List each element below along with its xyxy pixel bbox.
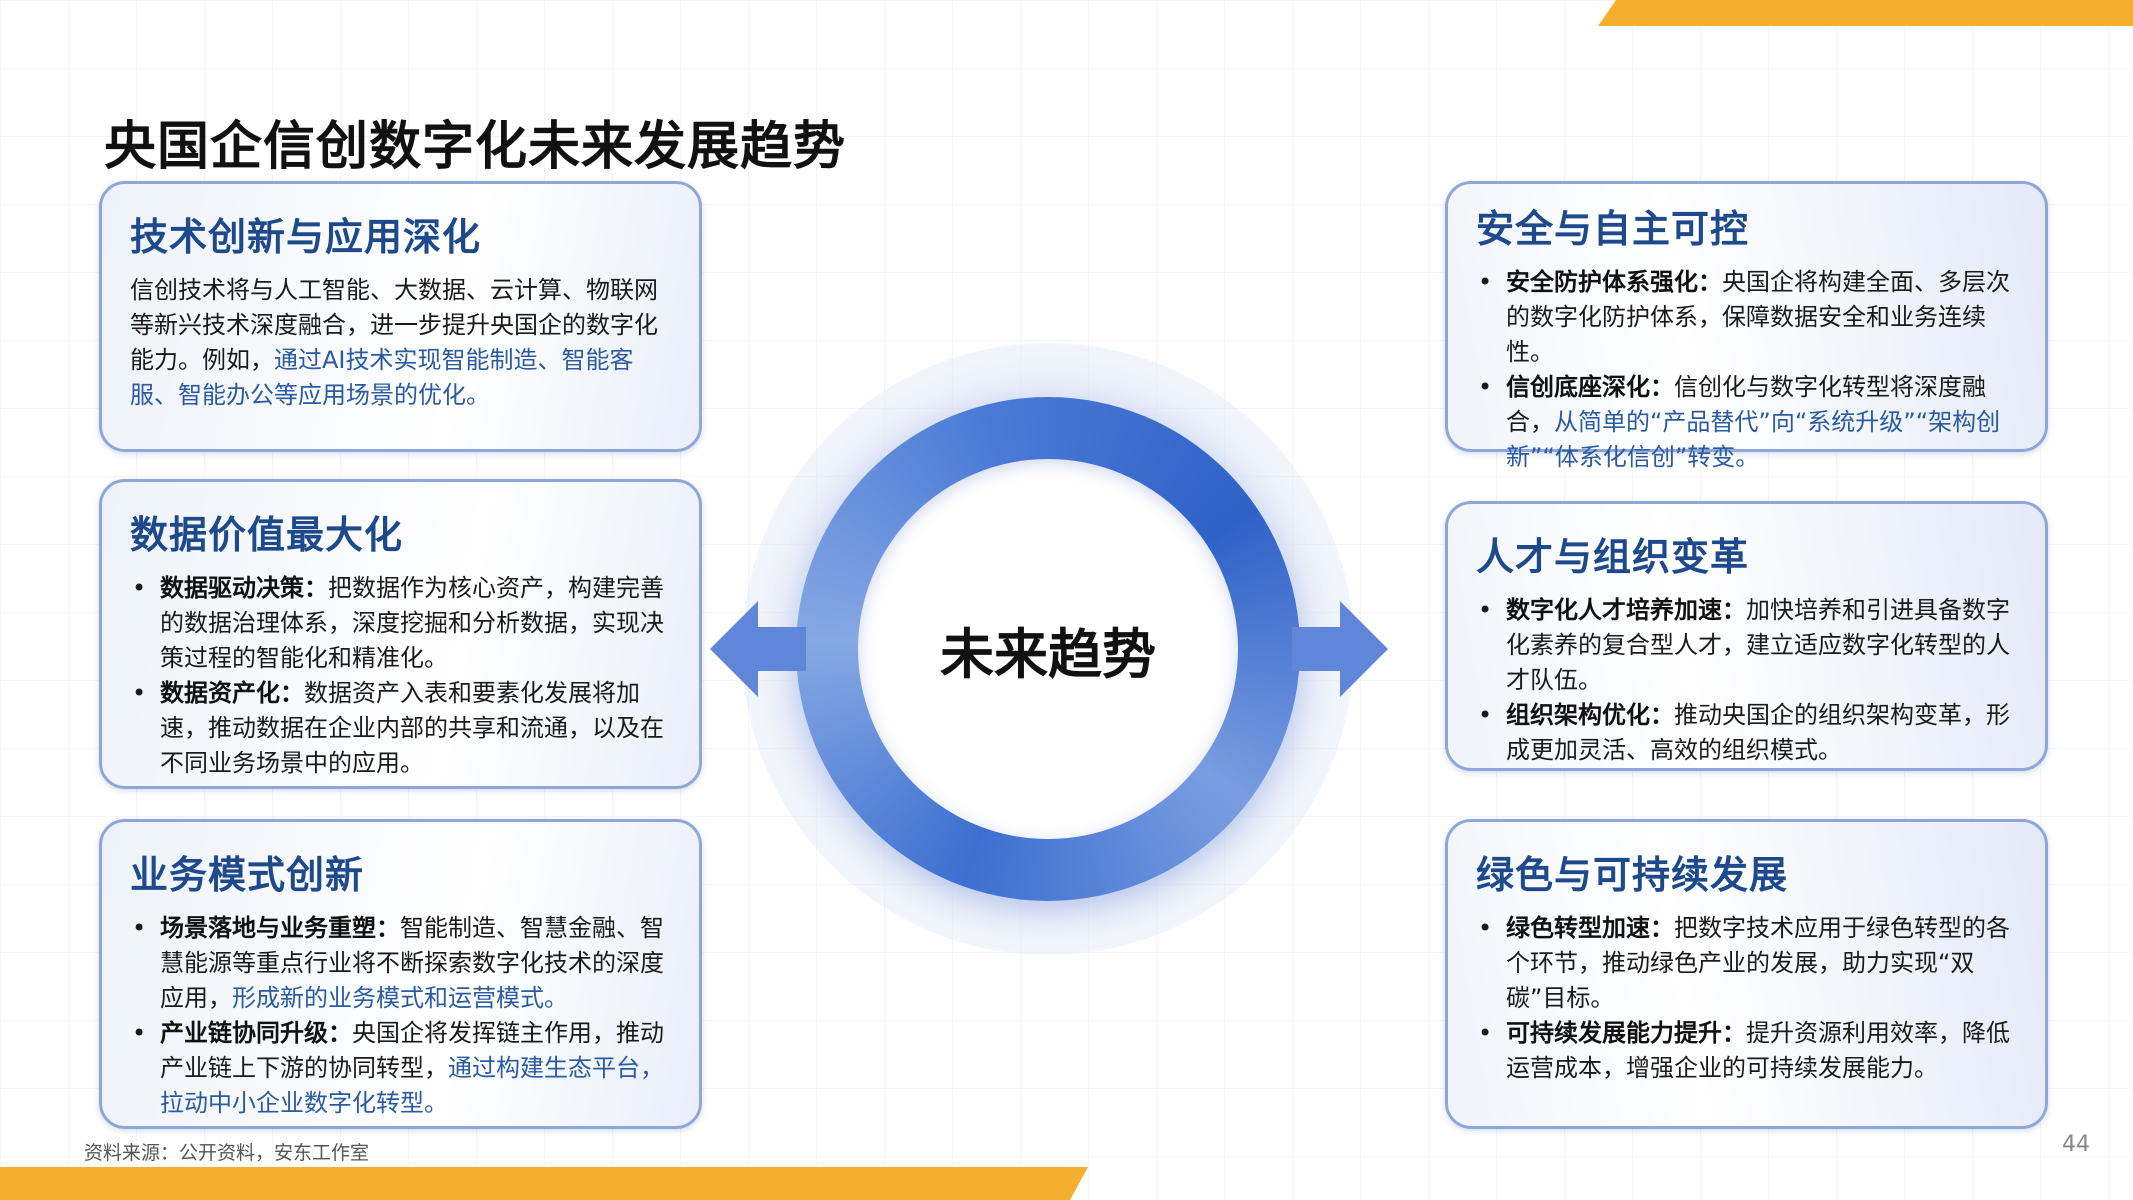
source-note: 资料来源：公开资料，安东工作室 bbox=[84, 1142, 370, 1164]
item-text: 把数据作为核心资产，构建完善的数据治理体系，深度挖掘和分析数据，实现决策过程的智… bbox=[160, 574, 664, 672]
page-title: 央国企信创数字化未来发展趋势 bbox=[104, 117, 847, 177]
card-heading: 业务模式创新 bbox=[130, 853, 365, 897]
card-text: 信创技术将与人工智能、大数据、云计算、物联网等新兴技术深度融合，进一步提升央国企… bbox=[130, 273, 671, 413]
card-text-plain: 信创技术将与人工智能、大数据、云计算、物联网等新兴技术深度融合，进一步提升央国企… bbox=[130, 276, 658, 374]
item-highlight: 从简单的“产品替代”向“系统升级”“架构创新”“体系化信创”转变。 bbox=[1506, 408, 2001, 471]
top-accent-bar bbox=[1598, 0, 2133, 26]
center-label: 未来趋势 bbox=[940, 622, 1156, 686]
item-text: 提升资源利用效率，降低运营成本，增强企业的可持续发展能力。 bbox=[1506, 1019, 2010, 1082]
card-heading: 安全与自主可控 bbox=[1476, 207, 1750, 251]
card-heading: 绿色与可持续发展 bbox=[1476, 853, 1789, 897]
item-label: 可持续发展能力提升： bbox=[1506, 1019, 1746, 1047]
trend-card-tech-innovation: 技术创新与应用深化 信创技术将与人工智能、大数据、云计算、物联网等新兴技术深度融… bbox=[99, 181, 702, 452]
trend-card-green: 绿色与可持续发展 绿色转型加速：把数字技术应用于绿色转型的各个环节，推动绿色产业… bbox=[1445, 819, 2048, 1129]
item-label: 数据驱动决策： bbox=[160, 574, 328, 602]
left-arrow-icon bbox=[710, 601, 806, 697]
item-text: 智能制造、智慧金融、智慧能源等重点行业将不断探索数字化技术的深度应用， bbox=[160, 914, 664, 1012]
list-item: 场景落地与业务重塑：智能制造、智慧金融、智慧能源等重点行业将不断探索数字化技术的… bbox=[130, 911, 671, 1016]
item-label: 组织架构优化： bbox=[1506, 701, 1674, 729]
item-label: 场景落地与业务重塑： bbox=[160, 914, 400, 942]
item-label: 产业链协同升级： bbox=[160, 1019, 352, 1047]
list-item: 组织架构优化：推动央国企的组织架构变革，形成更加灵活、高效的组织模式。 bbox=[1476, 698, 2017, 768]
list-item: 安全防护体系强化：央国企将构建全面、多层次的数字化防护体系，保障数据安全和业务连… bbox=[1476, 265, 2017, 370]
card-heading: 数据价值最大化 bbox=[130, 513, 404, 557]
item-text: 央国企将构建全面、多层次的数字化防护体系，保障数据安全和业务连续性。 bbox=[1506, 268, 2010, 366]
item-text: 加快培养和引进具备数字化素养的复合型人才，建立适应数字化转型的人才队伍。 bbox=[1506, 596, 2010, 694]
list-item: 信创底座深化：信创化与数字化转型将深度融合，从简单的“产品替代”向“系统升级”“… bbox=[1476, 370, 2017, 475]
trend-card-talent: 人才与组织变革 数字化人才培养加速：加快培养和引进具备数字化素养的复合型人才，建… bbox=[1445, 501, 2048, 771]
item-label: 数据资产化： bbox=[160, 679, 304, 707]
item-text: 推动央国企的组织架构变革，形成更加灵活、高效的组织模式。 bbox=[1506, 701, 2010, 764]
list-item: 数据驱动决策：把数据作为核心资产，构建完善的数据治理体系，深度挖掘和分析数据，实… bbox=[130, 571, 671, 676]
page-number: 44 bbox=[2062, 1132, 2090, 1157]
trend-card-data-value: 数据价值最大化 数据驱动决策：把数据作为核心资产，构建完善的数据治理体系，深度挖… bbox=[99, 479, 702, 789]
item-text: 数据资产入表和要素化发展将加速，推动数据在企业内部的共享和流通，以及在不同业务场… bbox=[160, 679, 664, 777]
list-item: 可持续发展能力提升：提升资源利用效率，降低运营成本，增强企业的可持续发展能力。 bbox=[1476, 1016, 2017, 1086]
bottom-accent-bar bbox=[0, 1167, 1088, 1200]
item-label: 安全防护体系强化： bbox=[1506, 268, 1722, 296]
right-arrow-icon bbox=[1292, 601, 1388, 697]
center-circle: 未来趋势 bbox=[858, 459, 1238, 839]
item-text: 信创化与数字化转型将深度融合， bbox=[1506, 373, 1986, 436]
card-heading: 人才与组织变革 bbox=[1476, 535, 1750, 579]
item-text: 把数字技术应用于绿色转型的各个环节，推动绿色产业的发展，助力实现“双碳”目标。 bbox=[1506, 914, 2010, 1012]
item-label: 绿色转型加速： bbox=[1506, 914, 1674, 942]
item-text: 央国企将发挥链主作用，推动产业链上下游的协同转型， bbox=[160, 1019, 664, 1082]
item-label: 信创底座深化： bbox=[1506, 373, 1674, 401]
item-highlight: 通过构建生态平台，拉动中小企业数字化转型。 bbox=[160, 1054, 664, 1117]
card-text-highlight: 通过AI技术实现智能制造、智能客服、智能办公等应用场景的优化。 bbox=[130, 346, 634, 409]
item-label: 数字化人才培养加速： bbox=[1506, 596, 1746, 624]
list-item: 数据资产化：数据资产入表和要素化发展将加速，推动数据在企业内部的共享和流通，以及… bbox=[130, 676, 671, 781]
trend-card-security: 安全与自主可控 安全防护体系强化：央国企将构建全面、多层次的数字化防护体系，保障… bbox=[1445, 181, 2048, 471]
trend-card-business-model: 业务模式创新 场景落地与业务重塑：智能制造、智慧金融、智慧能源等重点行业将不断探… bbox=[99, 819, 702, 1129]
card-heading: 技术创新与应用深化 bbox=[130, 215, 482, 259]
list-item: 绿色转型加速：把数字技术应用于绿色转型的各个环节，推动绿色产业的发展，助力实现“… bbox=[1476, 911, 2017, 1016]
list-item: 数字化人才培养加速：加快培养和引进具备数字化素养的复合型人才，建立适应数字化转型… bbox=[1476, 593, 2017, 698]
list-item: 产业链协同升级：央国企将发挥链主作用，推动产业链上下游的协同转型，通过构建生态平… bbox=[130, 1016, 671, 1121]
item-highlight: 形成新的业务模式和运营模式。 bbox=[232, 984, 568, 1012]
